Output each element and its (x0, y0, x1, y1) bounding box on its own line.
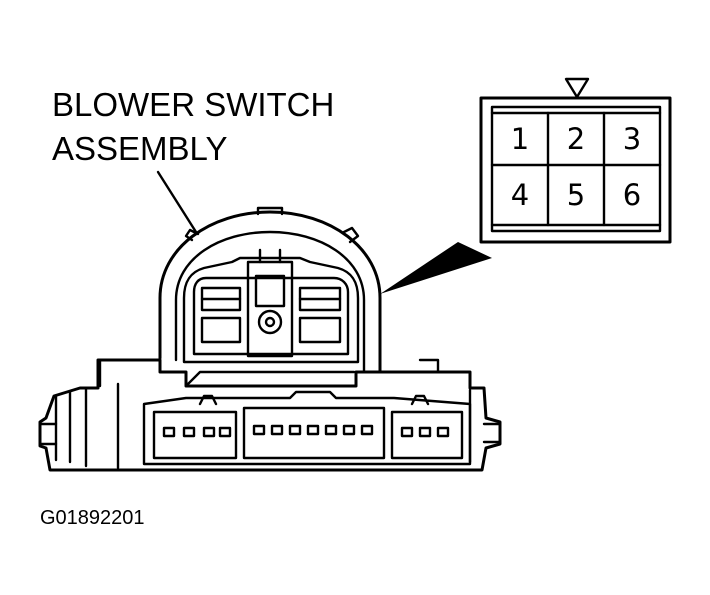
connector-cavity (490, 105, 662, 233)
orientation-marker (564, 77, 590, 99)
view-pointer-arrow (380, 242, 492, 294)
callout-label-line2: ASSEMBLY (52, 130, 227, 167)
callout-leader-line (156, 170, 198, 234)
connector-face-view: 1 2 3 4 5 6 (479, 77, 672, 244)
pin-5-label: 5 (567, 178, 585, 212)
pin-1-label: 1 (511, 122, 529, 156)
pin-4-label: 4 (511, 178, 529, 212)
blower-switch-body (38, 206, 502, 472)
connector-outline (479, 96, 672, 244)
pin-3-label: 3 (623, 122, 641, 156)
callout-label-line1: BLOWER SWITCH (52, 86, 334, 123)
pin-2-label: 2 (567, 122, 585, 156)
pin-6-label: 6 (623, 178, 641, 212)
figure-id: G01892201 (40, 507, 145, 529)
